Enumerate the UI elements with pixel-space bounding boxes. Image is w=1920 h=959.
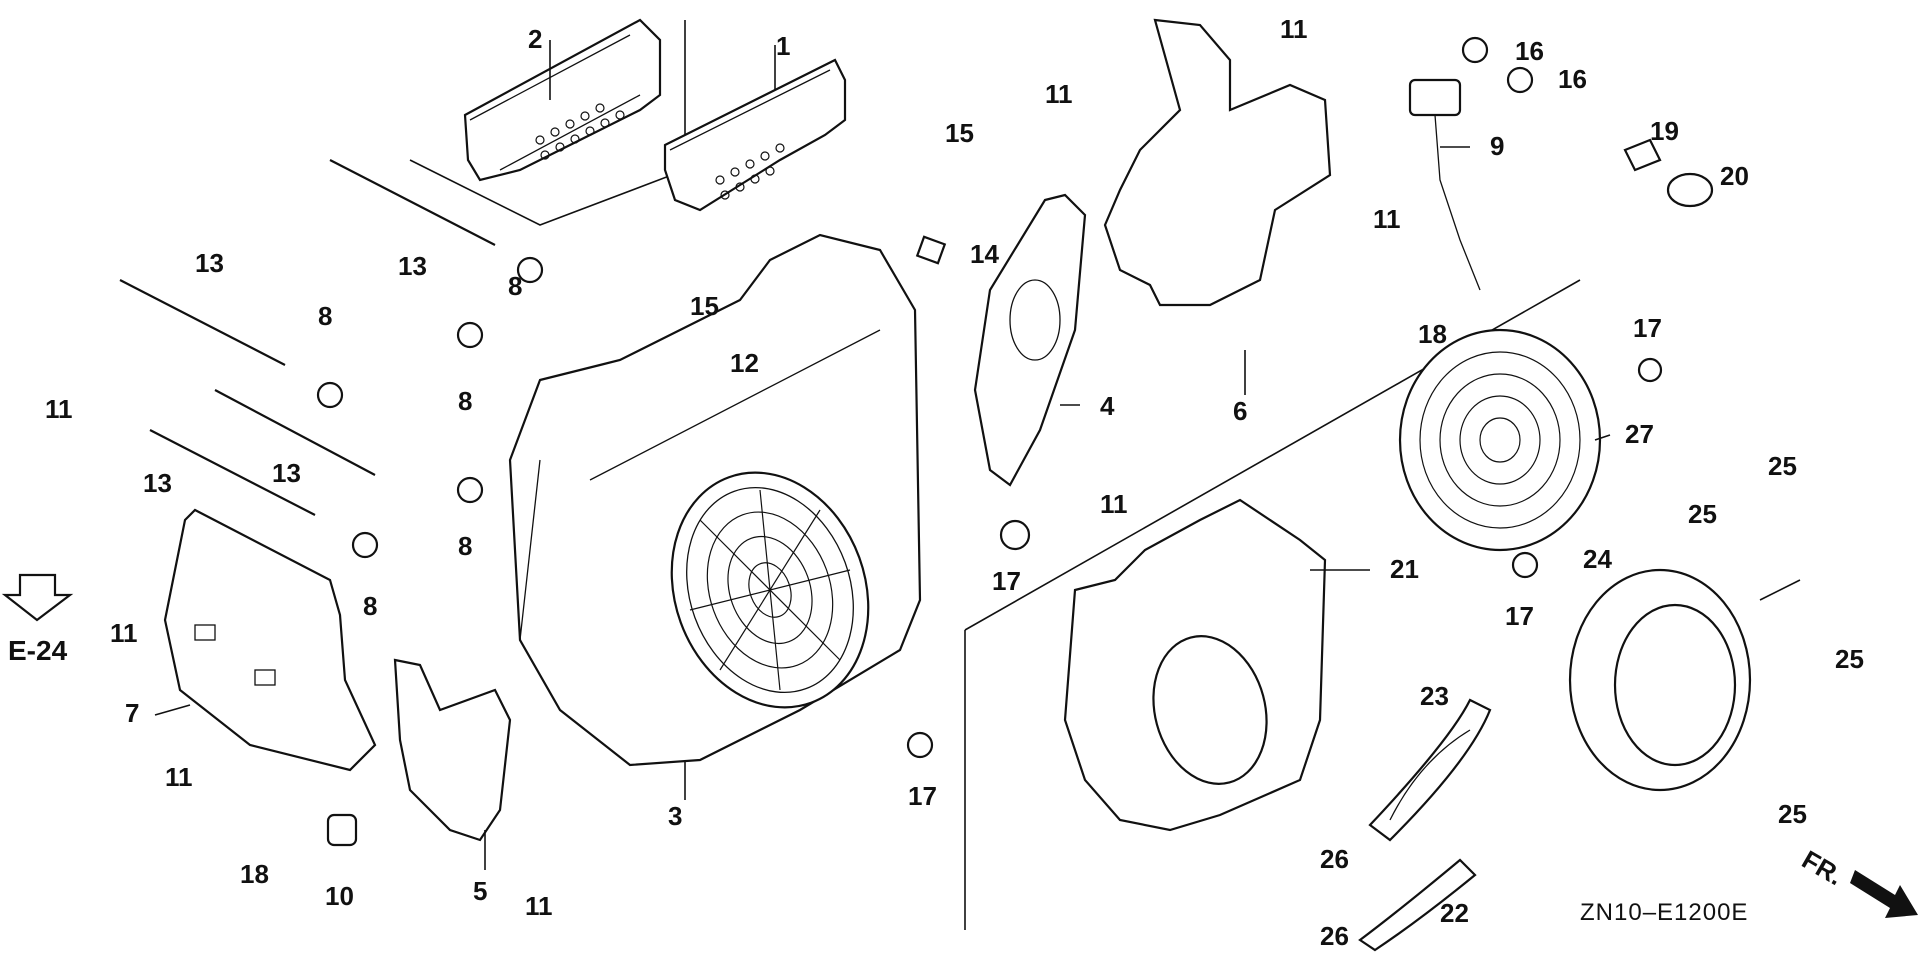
callout-2: 2: [528, 24, 542, 54]
callout-25d: 25: [1778, 799, 1807, 829]
callout-1: 1: [776, 31, 790, 61]
direction-label: FR.: [1797, 844, 1848, 891]
callout-8d: 8: [458, 531, 472, 561]
callout-27: 27: [1625, 419, 1654, 449]
callout-7: 7: [125, 698, 139, 728]
callout-12: 12: [730, 348, 759, 378]
callout-21: 21: [1390, 554, 1419, 584]
callout-10: 10: [325, 881, 354, 911]
part-2-cover: [463, 18, 662, 182]
callout-25b: 25: [1688, 499, 1717, 529]
part-6-shield: [1103, 18, 1332, 307]
part-7-bracket: [163, 508, 377, 772]
callout-20: 20: [1720, 161, 1749, 191]
part-5-bracket: [393, 658, 512, 842]
hardware: [316, 36, 1714, 847]
callout-8b: 8: [508, 271, 522, 301]
callout-13d: 13: [143, 468, 172, 498]
callout-8c: 8: [458, 386, 472, 416]
callout-24: 24: [1583, 544, 1612, 574]
callout-13: 13: [195, 248, 224, 278]
callout-8: 8: [318, 301, 332, 331]
leader-lines: [154, 40, 1611, 870]
callout-13c: 13: [272, 458, 301, 488]
part-13-studs: [119, 159, 496, 516]
callout-18b: 18: [240, 859, 269, 889]
reference-arrow: E-24: [1, 573, 74, 666]
part-21-shroud: [1063, 498, 1327, 832]
callout-4: 4: [1100, 391, 1115, 421]
direction-indicator: FR.: [1797, 844, 1918, 918]
callout-17c: 17: [1633, 313, 1662, 343]
part-22-23-straps: [1358, 698, 1492, 952]
callout-25c: 25: [1835, 644, 1864, 674]
callout-labels: 1 2 3 4 5 6 7 8 8 8 8 8 9 10 11 11 11 11…: [45, 14, 1864, 951]
reference-label: E-24: [8, 635, 68, 666]
part-27-fan-guard: [1398, 328, 1602, 552]
callout-6: 6: [1233, 396, 1247, 426]
part-9-wire: [1408, 78, 1481, 291]
callout-11g: 11: [165, 762, 193, 792]
callout-26: 26: [1320, 844, 1349, 874]
callout-17: 17: [992, 566, 1021, 596]
callout-14: 14: [970, 239, 999, 269]
direction-arrow-icon: [1850, 870, 1918, 918]
callout-26b: 26: [1320, 921, 1349, 951]
callout-23: 23: [1420, 681, 1449, 711]
callout-5: 5: [473, 876, 487, 906]
callout-11c: 11: [1373, 204, 1401, 234]
callout-11: 11: [1280, 14, 1308, 44]
callout-15: 15: [945, 118, 974, 148]
callout-13b: 13: [398, 251, 427, 281]
callout-25: 25: [1768, 451, 1797, 481]
callout-17b: 17: [908, 781, 937, 811]
callout-11f: 11: [110, 618, 138, 648]
part-24-ring: [1568, 568, 1752, 792]
callout-11b: 11: [1045, 79, 1073, 109]
callout-3: 3: [668, 801, 682, 831]
callout-22: 22: [1440, 898, 1469, 928]
callout-17d: 17: [1505, 601, 1534, 631]
part-1-cover: [663, 58, 847, 212]
callout-9: 9: [1490, 131, 1504, 161]
callout-16b: 16: [1558, 64, 1587, 94]
callout-18: 18: [1418, 319, 1447, 349]
callout-11d: 11: [1100, 489, 1128, 519]
diagram-code: ZN10–E1200E: [1580, 899, 1748, 926]
callout-15b: 15: [690, 291, 719, 321]
callout-16: 16: [1515, 36, 1544, 66]
part-3-fan-shroud: [508, 233, 922, 767]
part-4-plate: [973, 193, 1087, 487]
callout-8e: 8: [363, 591, 377, 621]
callout-11h: 11: [525, 891, 553, 921]
callout-19: 19: [1650, 116, 1679, 146]
callout-11e: 11: [45, 394, 73, 424]
